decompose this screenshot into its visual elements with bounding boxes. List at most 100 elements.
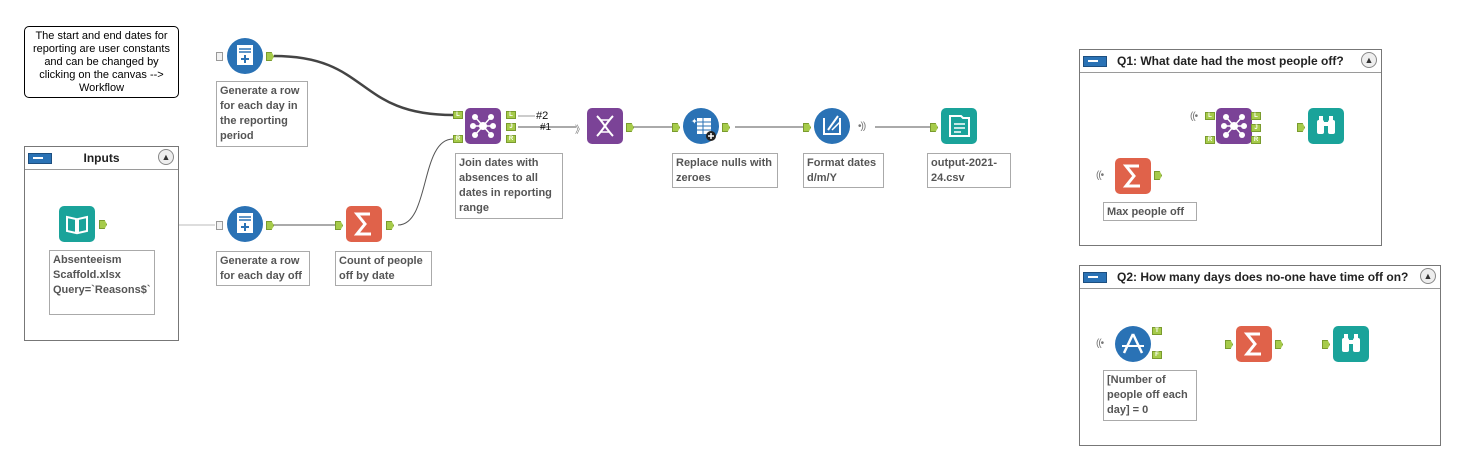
container-title: Q2: How many days does no-one have time … xyxy=(1117,270,1409,284)
output-anchor[interactable] xyxy=(266,52,274,61)
connection-label: #2 xyxy=(536,110,549,122)
input-anchor[interactable] xyxy=(672,123,680,132)
summarize-tool-q2[interactable] xyxy=(1236,326,1272,362)
summarize-icon xyxy=(1122,164,1140,188)
anchor-letter: L xyxy=(509,112,513,118)
filter-false-output-anchor[interactable]: F xyxy=(1152,351,1162,359)
streaming-indicator-icon: ((• xyxy=(1096,170,1104,181)
summarize-tool-count[interactable] xyxy=(346,206,382,242)
summarize-tool-max[interactable] xyxy=(1115,158,1151,194)
dna-icon xyxy=(596,115,614,137)
input-anchor[interactable] xyxy=(1225,340,1233,349)
input-anchor[interactable] xyxy=(930,123,938,132)
datetime-icon xyxy=(823,115,841,135)
join-right-output-anchor[interactable]: R xyxy=(1251,136,1261,144)
summarize-icon xyxy=(1243,332,1261,356)
generate-rows-icon xyxy=(237,45,253,65)
streaming-indicator-icon: ((• xyxy=(1096,338,1104,349)
anchor-letter: L xyxy=(1208,113,1212,119)
streaming-indicator-icon: ((• xyxy=(1190,111,1198,122)
anchor-letter: R xyxy=(1207,137,1213,143)
join-left-input-anchor[interactable]: L xyxy=(453,111,463,119)
collapse-button[interactable]: ▲ xyxy=(1420,268,1436,284)
join-left-input-anchor[interactable]: L xyxy=(1205,112,1215,120)
generate-rows-tool-dayoff[interactable] xyxy=(227,206,263,242)
tool-label: Generate a row for each day in the repor… xyxy=(216,81,308,147)
anchor-letter: R xyxy=(455,136,461,142)
container-disable-toggle[interactable] xyxy=(1083,271,1107,283)
anchor-letter: J xyxy=(509,124,513,130)
join-left-output-anchor[interactable]: L xyxy=(1251,112,1261,120)
anchor-letter: L xyxy=(1254,113,1258,119)
output-anchor[interactable] xyxy=(99,220,107,229)
filter-true-output-anchor[interactable]: T xyxy=(1152,327,1162,335)
output-anchor[interactable] xyxy=(266,221,274,230)
anchor-letter: L xyxy=(456,112,460,118)
browse-icon xyxy=(1317,116,1335,134)
workflow-comment[interactable]: The start and end dates for reporting ar… xyxy=(24,26,179,98)
summarize-icon xyxy=(353,212,371,236)
browse-tool-q2[interactable] xyxy=(1333,326,1369,362)
anchor-letter: T xyxy=(1155,328,1159,334)
tool-label: Generate a row for each day off xyxy=(216,251,310,286)
anchor-letter: R xyxy=(1253,137,1259,143)
join-left-output-anchor[interactable]: L xyxy=(506,111,516,119)
streaming-indicator-icon: 》 xyxy=(575,125,585,136)
tool-label: Max people off xyxy=(1103,202,1197,221)
q1-container-header: Q1: What date had the most people off? ▲ xyxy=(1080,50,1381,73)
container-title: Inputs xyxy=(83,151,120,165)
collapse-button[interactable]: ▲ xyxy=(158,149,174,165)
join-right-input-anchor[interactable]: R xyxy=(1205,136,1215,144)
container-disable-toggle[interactable] xyxy=(28,152,52,164)
output-data-tool[interactable] xyxy=(941,108,977,144)
svg-text:✦: ✦ xyxy=(691,117,698,126)
generate-rows-tool-period[interactable] xyxy=(227,38,263,74)
tool-label: Format dates d/m/Y xyxy=(803,153,884,188)
connection-label: #1 xyxy=(540,122,552,133)
container-disable-toggle[interactable] xyxy=(1083,55,1107,67)
datetime-tool[interactable] xyxy=(814,108,850,144)
join-tool[interactable] xyxy=(465,108,501,144)
inputs-container-header: Inputs ▲ xyxy=(25,147,178,170)
output-anchor[interactable] xyxy=(722,123,730,132)
browse-tool-q1[interactable] xyxy=(1308,108,1344,144)
tool-label: Count of people off by date xyxy=(335,251,432,286)
join-icon xyxy=(1221,114,1247,138)
q2-container-header: Q2: How many days does no-one have time … xyxy=(1080,266,1440,289)
output-icon xyxy=(949,115,970,137)
tool-label: Join dates with absences to all dates in… xyxy=(455,153,563,219)
multi-field-formula-icon: ✦ xyxy=(691,117,716,141)
input-anchor[interactable] xyxy=(335,221,343,230)
output-anchor[interactable] xyxy=(1154,171,1162,180)
tool-label: [Number of people off each day] = 0 xyxy=(1103,370,1197,421)
filter-icon xyxy=(1122,333,1144,354)
anchor-letter: R xyxy=(508,136,514,142)
input-anchor[interactable] xyxy=(216,52,223,61)
output-anchor[interactable] xyxy=(386,221,394,230)
join-join-output-anchor[interactable]: J xyxy=(1251,124,1261,132)
join-icon xyxy=(470,114,496,138)
input-data-tool[interactable] xyxy=(59,206,95,242)
multi-field-formula-tool[interactable]: ✦ xyxy=(683,108,719,144)
join-tool-q1[interactable] xyxy=(1216,108,1252,144)
output-anchor[interactable] xyxy=(626,123,634,132)
anchor-letter: J xyxy=(1254,125,1258,131)
join-join-output-anchor[interactable]: J xyxy=(506,123,516,131)
join-right-output-anchor[interactable]: R xyxy=(506,135,516,143)
container-title: Q1: What date had the most people off? xyxy=(1117,54,1344,68)
input-anchor[interactable] xyxy=(1297,123,1305,132)
collapse-button[interactable]: ▲ xyxy=(1361,52,1377,68)
input-anchor[interactable] xyxy=(803,123,811,132)
input-anchor[interactable] xyxy=(1322,340,1330,349)
dna-tool[interactable] xyxy=(587,108,623,144)
tool-label: Replace nulls with zeroes xyxy=(672,153,778,188)
tool-label: output-2021-24.csv xyxy=(927,153,1011,188)
output-anchor[interactable] xyxy=(1275,340,1283,349)
browse-icon xyxy=(1342,334,1360,352)
filter-tool[interactable] xyxy=(1115,326,1151,362)
join-right-input-anchor[interactable]: R xyxy=(453,135,463,143)
input-anchor[interactable] xyxy=(216,221,223,230)
streaming-indicator-icon: •)) xyxy=(858,121,866,132)
anchor-letter: F xyxy=(1155,352,1159,358)
generate-rows-icon xyxy=(237,213,253,233)
